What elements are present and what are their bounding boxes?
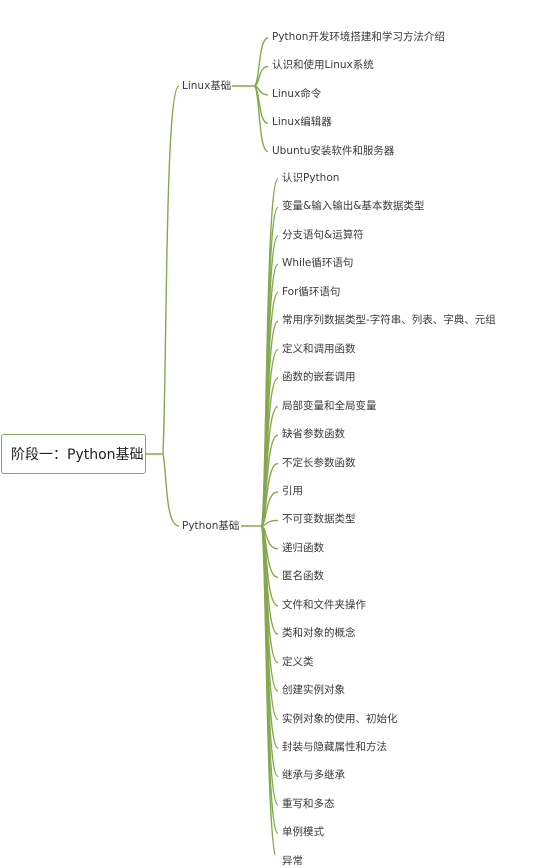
topic-item[interactable]: 单例模式	[282, 826, 324, 839]
topic-item[interactable]: Python开发环境搭建和学习方法介绍	[272, 31, 445, 43]
topic-item[interactable]: 函数的嵌套调用	[282, 371, 356, 384]
topic-item[interactable]: 匿名函数	[282, 570, 324, 583]
topic-item[interactable]: 创建实例对象	[282, 684, 345, 697]
topic-item[interactable]: 定义类	[282, 655, 314, 668]
topic-item[interactable]: 类和对象的概念	[282, 627, 356, 640]
branch-label-linux[interactable]: Linux基础	[182, 80, 232, 92]
leaf-connector	[253, 37, 269, 87]
branch-connector-0	[162, 85, 180, 455]
topic-item[interactable]: 认识和使用Linux系统	[272, 59, 374, 72]
leaf-connector	[260, 491, 279, 527]
topic-item[interactable]: 实例对象的使用、初始化	[282, 712, 398, 725]
leaf-connector	[253, 65, 269, 87]
topic-item[interactable]: 重写和多态	[282, 797, 335, 810]
topic-item[interactable]: 认识Python	[282, 172, 340, 184]
leaf-connector	[260, 525, 276, 855]
topic-item[interactable]: 递归函数	[282, 541, 324, 554]
branch-connector-1	[162, 453, 180, 527]
topic-item[interactable]: Ubuntu安装软件和服务器	[272, 144, 395, 157]
topic-item[interactable]: 文件和文件夹操作	[282, 598, 366, 611]
topic-item[interactable]: 不可变数据类型	[282, 513, 356, 526]
topic-item[interactable]: Linux命令	[272, 87, 322, 100]
topic-item[interactable]: 分支语句&运算符	[282, 228, 364, 241]
leaf-connector	[260, 405, 279, 527]
branch-label-python[interactable]: Python基础	[182, 520, 240, 532]
topic-item[interactable]: 异常	[282, 854, 303, 867]
topic-item[interactable]: 局部变量和全局变量	[282, 399, 377, 412]
topic-item[interactable]: 封装与隐藏属性和方法	[282, 741, 387, 753]
topic-item[interactable]: 引用	[282, 484, 303, 497]
topic-item[interactable]: 常用序列数据类型-字符串、列表、字典、元组	[282, 314, 496, 327]
topic-item[interactable]: For循环语句	[282, 285, 341, 298]
topic-item[interactable]: 继承与多继承	[282, 769, 345, 782]
root-node-label: 阶段一：Python基础	[11, 447, 144, 463]
topic-item[interactable]: 不定长参数函数	[282, 456, 356, 469]
topic-item[interactable]: While循环语句	[282, 257, 354, 270]
leaf-connector	[253, 85, 269, 153]
topic-item[interactable]: Linux编辑器	[272, 116, 332, 129]
topic-item[interactable]: 变量&输入输出&基本数据类型	[282, 200, 425, 213]
root-node[interactable]: 阶段一：Python基础	[1, 434, 146, 474]
topic-item[interactable]: 缺省参数函数	[282, 428, 345, 441]
topic-item[interactable]: 定义和调用函数	[282, 342, 356, 355]
